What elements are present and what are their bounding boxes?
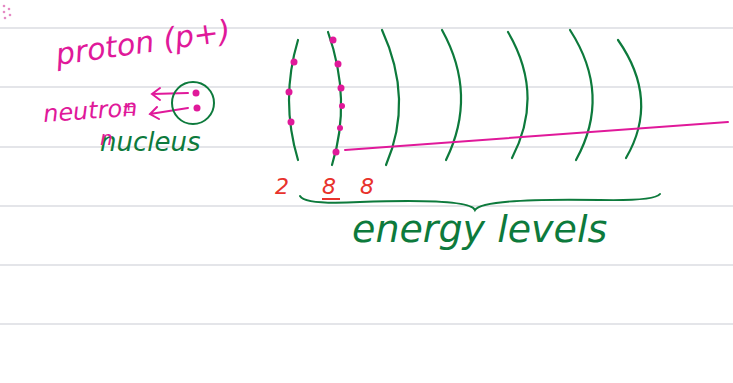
- energy-arc: [328, 32, 341, 165]
- leader-arrows: [150, 88, 188, 119]
- nucleus-ring: [172, 82, 214, 124]
- ruled-line: [0, 27, 733, 28]
- ruled-line: [0, 205, 733, 206]
- handwritten-label: ±: [122, 100, 135, 116]
- nucleon-dot: [193, 90, 200, 97]
- nucleus-outline: [169, 79, 217, 127]
- energy-level-arcs: [289, 30, 641, 165]
- energy-arc: [289, 40, 298, 160]
- underline: [322, 198, 340, 200]
- handwritten-label: 8: [322, 176, 336, 198]
- node-label: nucleus: [100, 129, 201, 155]
- handwritten-label: 2: [275, 176, 289, 198]
- curly-bracket: [300, 194, 660, 210]
- handwritten-label: energy levels: [352, 210, 607, 248]
- handwritten-label: proton (p+): [54, 16, 232, 70]
- handwritten-label: 8: [360, 176, 374, 198]
- energy-arc: [570, 30, 593, 160]
- ruled-lines: [0, 28, 733, 324]
- energy-arc: [382, 30, 399, 165]
- nucleon-dot: [194, 105, 201, 112]
- energy-arc: [508, 32, 528, 158]
- energy-arc: [442, 30, 461, 160]
- ruled-line: [0, 323, 733, 324]
- leader-arrow: [152, 88, 188, 100]
- faded-dots: [3, 5, 12, 20]
- ruled-line: [0, 264, 733, 265]
- ruled-line: [0, 86, 733, 87]
- leader-arrow: [150, 107, 188, 119]
- pointer-arrow: [345, 122, 728, 150]
- handwritten-label: n: [100, 128, 113, 148]
- electron-dots: [286, 37, 346, 156]
- energy-arc: [618, 40, 641, 158]
